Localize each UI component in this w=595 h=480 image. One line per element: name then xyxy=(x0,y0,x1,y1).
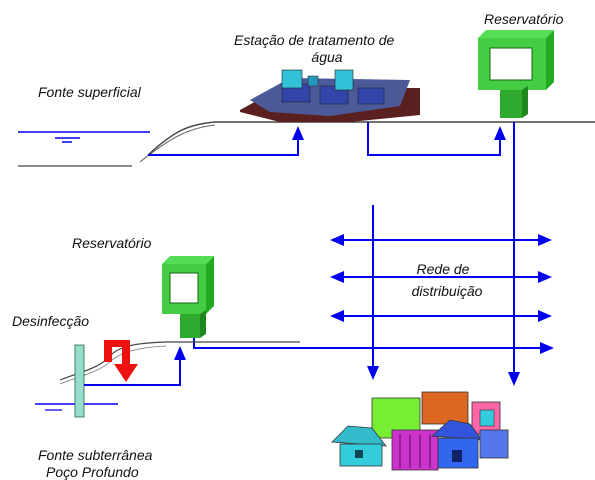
plant-building xyxy=(334,69,354,91)
labels: Fonte superficial Estação de tratamento … xyxy=(12,11,564,480)
well-riser-line xyxy=(84,352,181,386)
plant-tank xyxy=(319,85,349,105)
city-buildings-icon xyxy=(331,391,509,471)
plant-tank xyxy=(357,87,385,105)
network-label-line1: Rede de xyxy=(417,261,470,277)
reservoir-top-lid xyxy=(478,30,554,38)
groundwater-well xyxy=(35,341,300,418)
disinfection-arrowhead xyxy=(114,364,138,382)
reservoir-left-label: Reservatório xyxy=(72,235,152,251)
main-supply-arrowhead xyxy=(508,372,520,386)
reservoir-top-icon xyxy=(478,30,554,118)
reservoir-left-window xyxy=(169,272,199,304)
groundwater-label-line1: Fonte subterrânea xyxy=(38,447,153,463)
reservoir-left-column-side xyxy=(200,310,206,338)
building xyxy=(479,429,509,459)
network-row-2-right-arrow xyxy=(538,271,552,283)
network-row-1-left-arrow xyxy=(330,234,344,246)
plant-building-small xyxy=(307,75,319,87)
building xyxy=(479,409,495,427)
reservoir-top-column-side xyxy=(522,86,528,118)
plant-building xyxy=(281,69,303,89)
reservoir-left-icon xyxy=(162,256,214,338)
surface-water xyxy=(18,131,150,167)
reservoir-top-window xyxy=(489,47,533,81)
treated-line xyxy=(367,122,501,156)
lower-feed-arrowhead xyxy=(540,342,554,354)
treated-water-pipe xyxy=(367,122,506,156)
building xyxy=(421,391,469,425)
main-supply-line xyxy=(508,122,520,386)
network-row-2-left-arrow xyxy=(330,271,344,283)
reservoir-top-label: Reservatório xyxy=(484,11,564,27)
network-label-line2: distribuição xyxy=(412,283,483,299)
disinfection-down-shaft xyxy=(122,340,130,366)
ground-line xyxy=(147,121,595,156)
treated-arrowhead xyxy=(494,126,506,140)
reservoir-top-column xyxy=(500,90,522,118)
disinfection-bar xyxy=(104,340,112,362)
network-vertical-arrowhead xyxy=(367,366,379,380)
treatment-plant-label-line2: água xyxy=(311,49,342,65)
intake-line xyxy=(148,132,299,156)
disinfection-label: Desinfecção xyxy=(12,313,89,329)
disinfection-shaft xyxy=(104,340,130,347)
network-row-3-left-arrow xyxy=(330,310,344,322)
house-door xyxy=(452,450,462,462)
distribution-network xyxy=(193,205,554,380)
treatment-plant-icon xyxy=(240,69,420,122)
well-pipe xyxy=(74,344,85,418)
reservoir-left-column xyxy=(180,314,200,338)
reservoir-left-lid xyxy=(162,256,214,264)
groundwater-label-line2: Poço Profundo xyxy=(46,464,139,480)
surface-source-label: Fonte superficial xyxy=(38,84,142,100)
network-row-3-right-arrow xyxy=(538,310,552,322)
reservoir-top-side xyxy=(546,30,554,90)
network-row-1-right-arrow xyxy=(538,234,552,246)
intake-pipe xyxy=(148,126,304,156)
ground-shadow-line xyxy=(139,124,216,163)
lower-feed-line xyxy=(193,338,546,349)
well-riser-arrowhead xyxy=(174,346,186,360)
reservoir-left-side xyxy=(206,256,214,314)
intake-arrowhead xyxy=(292,126,304,140)
treatment-plant-label-line1: Estação de tratamento de xyxy=(234,32,395,48)
building xyxy=(391,429,439,471)
disinfection-arrow-icon xyxy=(104,340,138,382)
house-door xyxy=(355,450,363,458)
